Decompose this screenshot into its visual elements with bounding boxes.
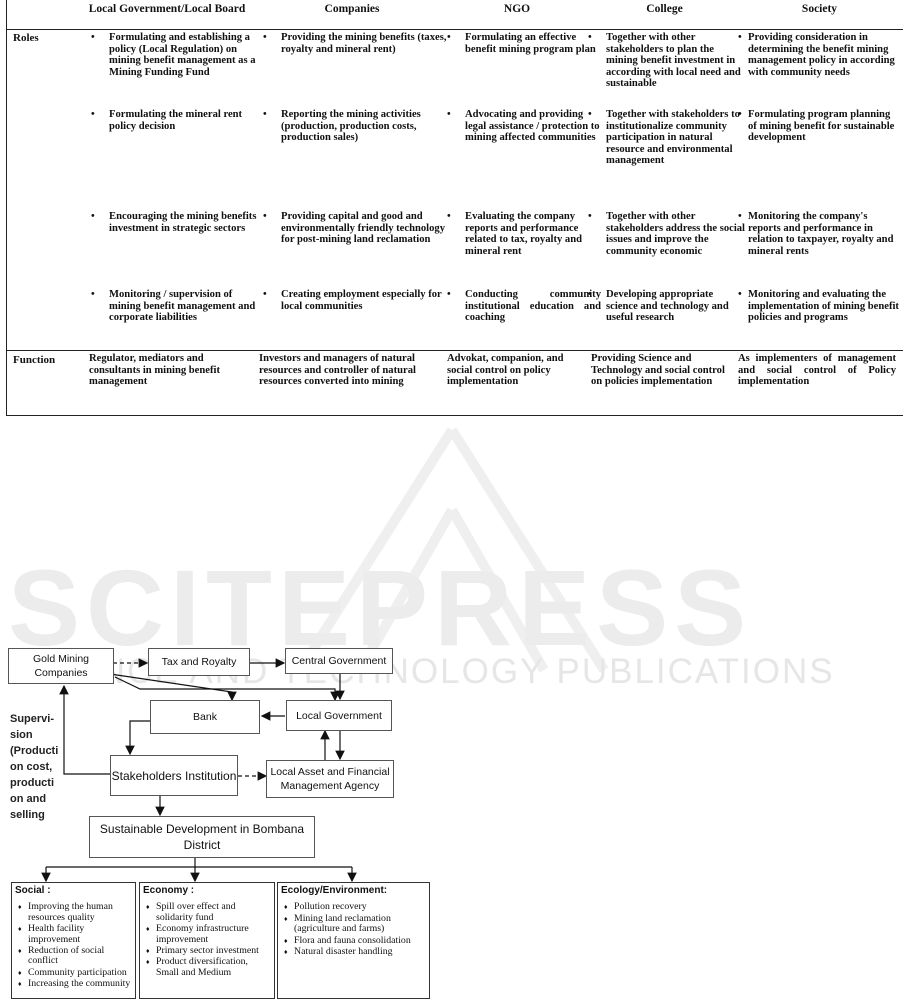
box-bank: Bank <box>150 700 260 734</box>
list-item: Natural disaster handling <box>284 946 425 958</box>
panel-economy: Economy : Spill over effect and solidari… <box>139 882 275 999</box>
role-society-3: Monitoring the company's reports and per… <box>738 211 900 271</box>
role-lg-4: Monitoring / supervision of mining benef… <box>89 289 259 339</box>
function-companies: Investors and managers of natural resour… <box>259 353 416 388</box>
list-item: Flora and fauna consolidation <box>284 935 425 947</box>
function-college: Providing Science and Technology and soc… <box>591 353 725 388</box>
row-label-roles: Roles <box>13 32 39 44</box>
role-college-4: Developing appropriate science and techn… <box>586 289 746 339</box>
list-item: Community participation <box>18 967 131 979</box>
list-item: Product diversification, Small and Mediu… <box>146 957 270 978</box>
role-lg-3: Encouraging the mining benefits investme… <box>89 211 259 247</box>
role-ngo-1: Formulating an effective benefit mining … <box>445 32 601 82</box>
role-college-2: Together with stakeholders to institutio… <box>586 109 746 207</box>
row-label-function: Function <box>13 354 56 366</box>
roles-functions-table: Local Government/Local Board Companies N… <box>6 0 903 416</box>
box-stakeholders-institution: Stakeholders Institution <box>110 755 238 796</box>
watermark-text: SCITEPRESS <box>8 547 753 668</box>
role-society-2: Formulating program planning of mining b… <box>738 109 900 169</box>
role-college-1: Together with other stakeholders to plan… <box>586 32 746 106</box>
role-co-2: Reporting the mining activities (product… <box>261 109 459 159</box>
role-lg-2: Formulating the mineral rent policy deci… <box>89 109 259 135</box>
list-item: Improving the human resources quality <box>18 902 131 923</box>
box-local-asset-agency: Local Asset and Financial Management Age… <box>266 760 394 798</box>
box-local-government: Local Government <box>286 700 392 731</box>
list-item: Pollution recovery <box>284 901 425 913</box>
list-item: Health facility improvement <box>18 924 131 945</box>
box-central-government: Central Government <box>285 648 393 674</box>
role-ngo-2: Advocating and providing legal assistanc… <box>445 109 601 183</box>
role-lg-1: Formulating and establishing a policy (L… <box>89 32 259 106</box>
panel-social-title: Social : <box>15 885 51 896</box>
role-society-1: Providing consideration in determining t… <box>738 32 900 106</box>
header-college: College <box>646 3 683 15</box>
header-rule <box>7 29 903 30</box>
role-college-3: Together with other stakeholders address… <box>586 211 746 285</box>
box-sustainable-development: Sustainable Development in Bombana Distr… <box>89 816 315 858</box>
panel-ecology-title: Ecology/Environment: <box>281 885 388 896</box>
header-companies: Companies <box>324 3 380 15</box>
list-item: Economy infrastructure improvement <box>146 924 270 945</box>
box-gold-mining: Gold Mining Companies <box>8 648 114 684</box>
list-item: Increasing the community <box>18 978 131 990</box>
role-ngo-3: Evaluating the company reports and perfo… <box>445 211 601 285</box>
panel-ecology: Ecology/Environment: Pollution recovery … <box>277 882 430 999</box>
panel-economy-title: Economy : <box>143 885 195 896</box>
function-society: As implementers of management and social… <box>738 353 896 388</box>
function-lg: Regulator, mediators and consultants in … <box>89 353 220 388</box>
supervision-label: Supervi- sion (Producti on cost, product… <box>10 713 59 821</box>
role-co-4: Creating employment especially for local… <box>261 289 459 329</box>
header-local-government: Local Government/Local Board <box>88 3 246 15</box>
panel-social: Social : Improving the human resources q… <box>11 882 136 999</box>
list-item: Spill over effect and solidarity fund <box>146 902 270 923</box>
list-item: Reduction of social conflict <box>18 945 131 967</box>
function-ngo: Advokat, companion, and social control o… <box>447 353 564 388</box>
header-ngo: NGO <box>503 3 531 15</box>
role-ngo-4: Conducting community institutional educa… <box>445 289 601 349</box>
role-co-3: Providing capital and good and environme… <box>261 211 459 261</box>
header-society: Society <box>801 3 838 15</box>
list-item: Primary sector investment <box>146 945 270 957</box>
list-item: Mining land reclamation (agriculture and… <box>284 913 425 935</box>
box-tax-royalty: Tax and Royalty <box>148 648 250 676</box>
role-society-4: Monitoring and evaluating the implementa… <box>738 289 900 349</box>
role-co-1: Providing the mining benefits (taxes, ro… <box>261 32 459 72</box>
function-rule <box>7 350 903 351</box>
